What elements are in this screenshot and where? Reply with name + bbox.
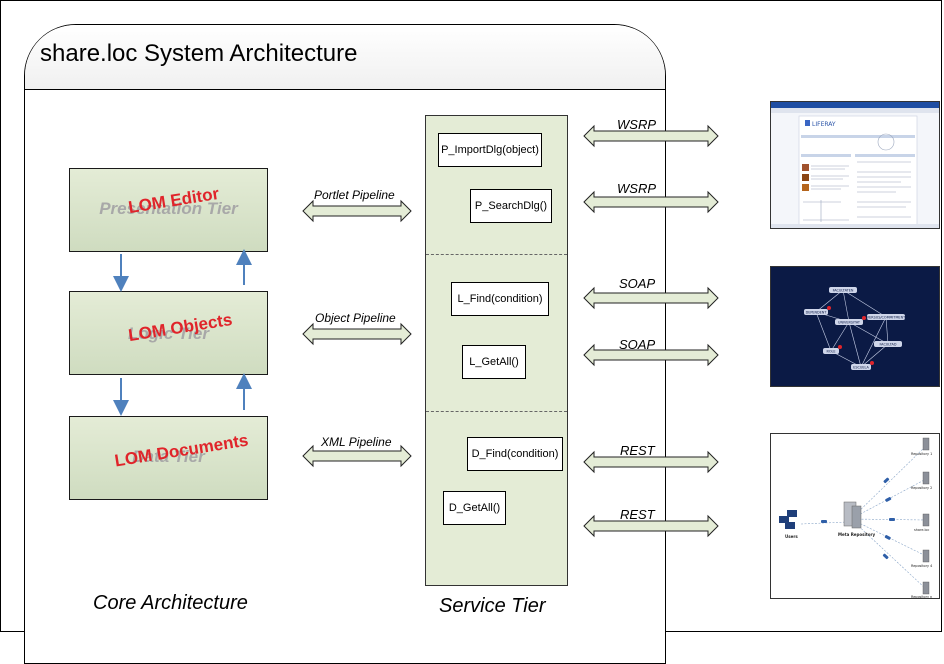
object-pipeline-label: Object Pipeline	[315, 311, 396, 325]
repository-label: Repository 2	[911, 486, 932, 490]
repository-label: Repository 4	[911, 564, 932, 568]
graph-visualization-thumbnail: FACULTATEN DEPENDENT VERSUS/COMMITMENT U…	[770, 266, 940, 387]
protocol-label-soap-2: SOAP	[619, 337, 656, 352]
protocol-label-rest-2: REST	[620, 507, 655, 522]
repository-network-thumbnail: Users Meta Repository Repository 1 Repos…	[770, 433, 940, 599]
op-l-find: L_Find(condition)	[451, 282, 549, 316]
xml-pipeline-arrow	[302, 444, 412, 468]
object-pipeline-arrow	[302, 322, 412, 346]
repository-network-image: Users Meta Repository Repository 1 Repos…	[779, 437, 932, 599]
portlet-pipeline-label: Portlet Pipeline	[314, 188, 395, 202]
op-p-importdlg: P_ImportDlg(object)	[438, 133, 542, 167]
rest-arrow-1	[583, 450, 719, 474]
protocol-label-wsrp-1: WSRP	[617, 117, 656, 132]
users-label: Users	[785, 534, 798, 539]
title-band	[25, 25, 665, 90]
core-architecture-label: Core Architecture	[93, 592, 248, 614]
wsrp-arrow-1	[583, 124, 719, 148]
op-p-searchdlg: P_SearchDlg()	[470, 189, 552, 223]
service-divider-1	[426, 254, 567, 255]
protocol-label-rest-1: REST	[620, 443, 655, 458]
logic-tier-box: Logic Tier LOM Objects	[69, 291, 268, 375]
repository-label: share.loc	[914, 528, 929, 532]
op-d-getall: D_GetAll()	[443, 491, 506, 525]
repository-label: Repository 1	[911, 452, 932, 456]
graph-node-label: UNIVERSITAT	[838, 321, 861, 325]
op-l-getall: L_GetAll()	[462, 345, 526, 379]
portal-brand-text: LIFERAY	[812, 121, 836, 128]
protocol-label-soap-1: SOAP	[619, 276, 656, 291]
graph-node-label: DEPENDENT	[806, 311, 828, 315]
service-divider-2	[426, 411, 567, 412]
graph-node-label: ROLE	[826, 350, 835, 354]
service-tier-label: Service Tier	[439, 595, 546, 617]
arrows-layer	[113, 124, 719, 538]
presentation-tier-box: Presentation Tier LOM Editor	[69, 168, 268, 252]
graph-node-label: FACULTATEN	[833, 289, 854, 293]
graph-visualization-image: FACULTATEN DEPENDENT VERSUS/COMMITMENT U…	[804, 287, 906, 370]
logic-tier-label: Logic Tier	[128, 324, 209, 343]
diagram-title: share.loc System Architecture	[40, 40, 358, 67]
graph-node-label: ESCUELA	[853, 366, 869, 370]
repository-label: Repository n	[911, 595, 932, 599]
op-d-find: D_Find(condition)	[467, 437, 563, 471]
graph-node-label: VERSUS/COMMITMENT	[867, 316, 906, 320]
portal-screenshot-thumbnail: LIFERAY	[770, 101, 940, 229]
meta-repository-label: Meta Repository	[838, 532, 875, 537]
presentation-tier-label: Presentation Tier	[99, 199, 238, 218]
protocol-label-wsrp-2: WSRP	[617, 181, 656, 196]
portlet-pipeline-arrow	[302, 199, 412, 223]
wsrp-arrow-2	[583, 190, 719, 214]
xml-pipeline-label: XML Pipeline	[321, 435, 392, 449]
data-tier-box: Data Tier LOM Documents	[69, 416, 268, 500]
graph-node-label: FACULTAD	[880, 343, 897, 347]
soap-arrow-2	[583, 343, 719, 367]
rest-arrow-2	[583, 514, 719, 538]
soap-arrow-1	[583, 286, 719, 310]
data-tier-label: Data Tier	[132, 447, 205, 466]
portal-screenshot-image: LIFERAY	[771, 102, 939, 228]
